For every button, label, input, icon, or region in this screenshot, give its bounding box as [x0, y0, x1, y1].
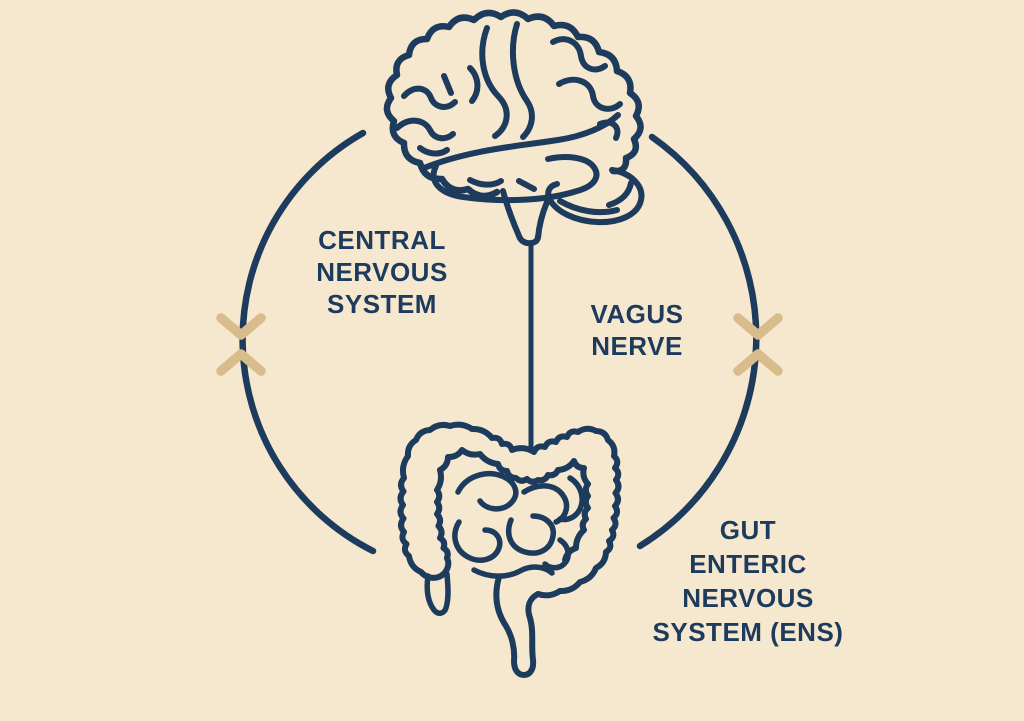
- label-line: SYSTEM (ENS): [652, 617, 844, 647]
- colon-outer-outline: [397, 421, 622, 599]
- colon-inner-outline: [434, 447, 591, 563]
- label-line: SYSTEM: [327, 289, 437, 319]
- appendix: [424, 571, 451, 616]
- label-line: CENTRAL: [318, 225, 446, 255]
- label-line: ENTERIC: [689, 549, 807, 579]
- chevron-down-icon: [216, 313, 266, 340]
- exchange-chevrons: [216, 313, 783, 376]
- gut-enteric-nervous-system-label: GUT ENTERIC NERVOUS SYSTEM (ENS): [588, 513, 908, 649]
- chevron-down-icon: [733, 313, 783, 340]
- brain-outline: [383, 9, 644, 200]
- exchange-chevrons-left: [216, 313, 266, 376]
- brain-gyri: [394, 21, 623, 204]
- exchange-chevrons-right: [733, 313, 783, 376]
- label-line: NERVOUS: [316, 257, 448, 287]
- brain-icon: [383, 9, 645, 247]
- label-line: VAGUS: [590, 299, 684, 329]
- central-nervous-system-label: CENTRAL NERVOUS SYSTEM: [232, 224, 532, 320]
- rectum: [493, 574, 541, 678]
- label-line: NERVOUS: [682, 583, 814, 613]
- label-line: GUT: [719, 515, 777, 545]
- vagus-nerve-label: VAGUS NERVE: [527, 298, 747, 362]
- label-line: NERVE: [591, 331, 683, 361]
- brain-stem: [500, 188, 550, 247]
- chevron-up-icon: [733, 349, 783, 376]
- intestines-icon: [397, 421, 622, 678]
- connection-circle: [239, 129, 760, 555]
- cecum: [418, 555, 452, 581]
- small-intestine-coils: [452, 470, 585, 579]
- circle-right-arc: [636, 133, 760, 550]
- chevron-up-icon: [216, 349, 266, 376]
- circle-left-arc: [239, 129, 377, 555]
- cerebellum: [545, 167, 645, 226]
